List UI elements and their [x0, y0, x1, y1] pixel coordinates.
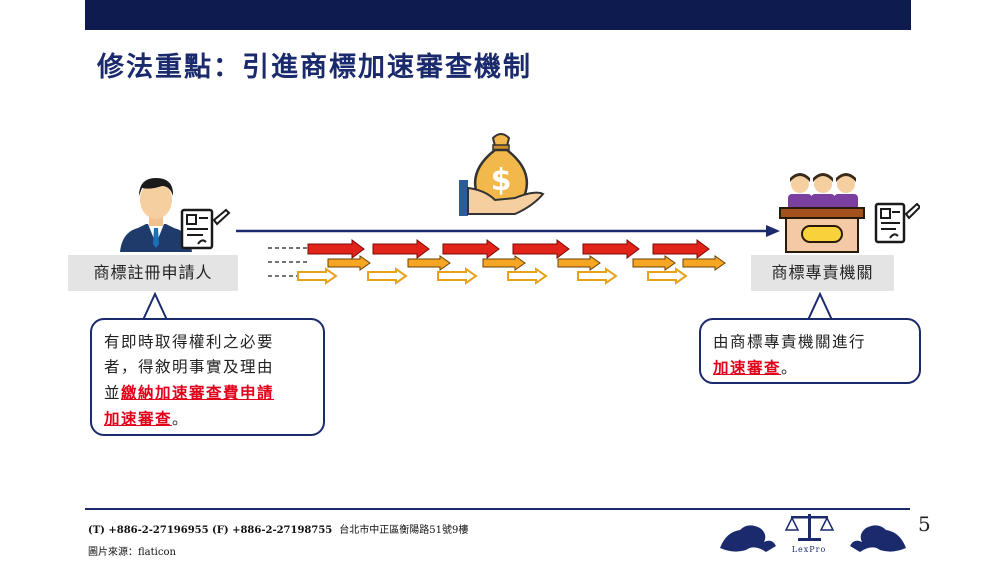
footer-divider: [85, 508, 910, 510]
speed-arrows: [268, 239, 726, 284]
callout-line: 並繳納加速審查費申請: [104, 383, 275, 402]
fee-highlight: 繳納加速審查費申請: [121, 383, 275, 402]
money-bag-icon: $: [459, 133, 545, 216]
expedited-highlight: 加速審查: [713, 358, 782, 377]
callout-line: 加速審查。: [104, 409, 190, 428]
callout-line: 有即時取得權利之必要: [104, 333, 275, 351]
agency-label: 商標專責機關: [751, 255, 894, 291]
process-arrow: [236, 225, 780, 237]
callout-line: 加速審查。: [713, 358, 799, 377]
agency-panel-icon: [779, 173, 920, 253]
image-source: 圖片來源：flaticon: [88, 547, 176, 558]
callout-line: 由商標專責機關進行: [713, 333, 867, 351]
agency-callout: 由商標專責機關進行 加速審查。: [699, 318, 921, 384]
svg-text:$: $: [491, 163, 512, 198]
callout-line: 者，得敘明事實及理由: [104, 358, 275, 376]
applicant-person-icon: [120, 178, 231, 252]
top-banner: [85, 0, 911, 30]
slide-title: 修法重點：引進商標加速審查機制: [97, 52, 532, 83]
expedited-highlight: 加速審查: [104, 409, 173, 428]
applicant-callout: 有即時取得權利之必要 者，得敘明事實及理由 並繳納加速審查費申請 加速審查。: [90, 318, 325, 436]
applicant-label: 商標註冊申請人: [68, 255, 238, 291]
footer-contact: (T) +886-2-27196955 (F) +886-2-27198755 …: [88, 525, 469, 536]
svg-text:LexPro: LexPro: [792, 545, 827, 554]
page-number: 5: [918, 512, 931, 536]
lexpro-logo: LexPro: [720, 514, 906, 554]
